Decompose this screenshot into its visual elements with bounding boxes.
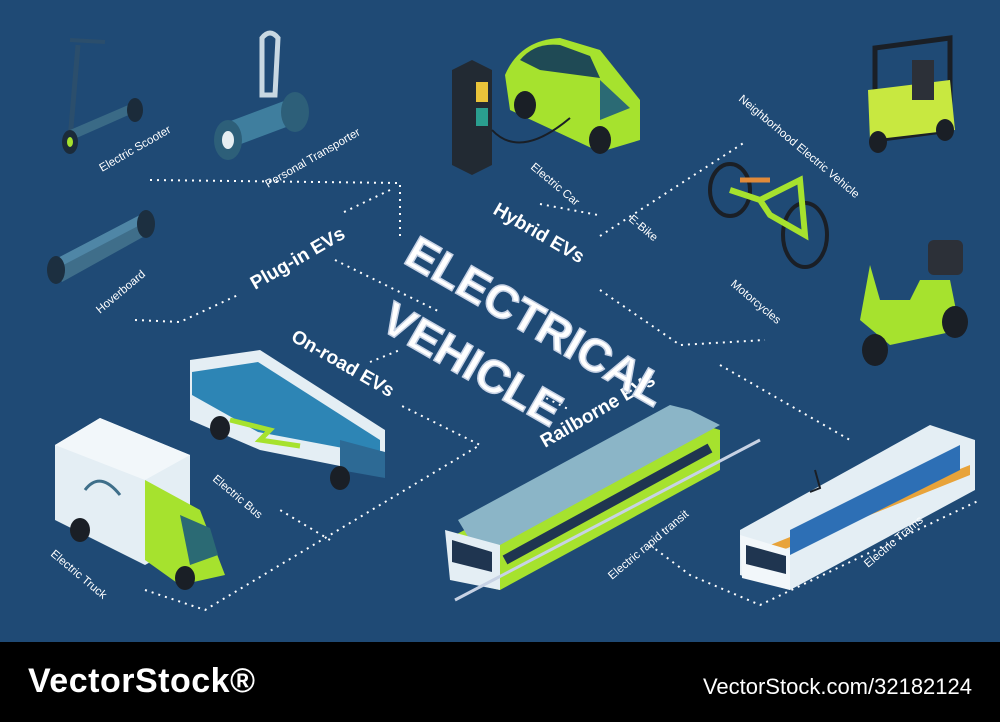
e-bike-icon (708, 162, 829, 269)
electric-car-icon (491, 38, 640, 154)
connector-hybrid-car (539, 203, 599, 216)
personal-transporter-icon (214, 30, 309, 160)
connector-lines (134, 141, 981, 612)
watermark-logo: VectorStock® (28, 662, 256, 700)
motorcycle-icon (860, 240, 968, 366)
electric-scooter-icon (62, 38, 143, 154)
electric-trams-icon (740, 425, 975, 590)
hoverboard-icon (47, 210, 155, 284)
charging-station-icon (452, 60, 492, 175)
neighborhood-ev-icon (868, 35, 955, 153)
connector-hoverboard (134, 294, 239, 324)
connector-neb (599, 141, 746, 237)
diagram-canvas: Electric Scooter Personal Transporter Ho… (0, 0, 1000, 642)
connector-bus (279, 509, 331, 541)
electric-bus-icon (190, 350, 385, 490)
connector-truck (144, 404, 483, 612)
electric-truck-icon (55, 418, 225, 590)
watermark-bar (0, 642, 1000, 722)
watermark-id: VectorStock.com/32182124 (702, 674, 972, 699)
electric-rapid-transit-icon (445, 405, 761, 602)
